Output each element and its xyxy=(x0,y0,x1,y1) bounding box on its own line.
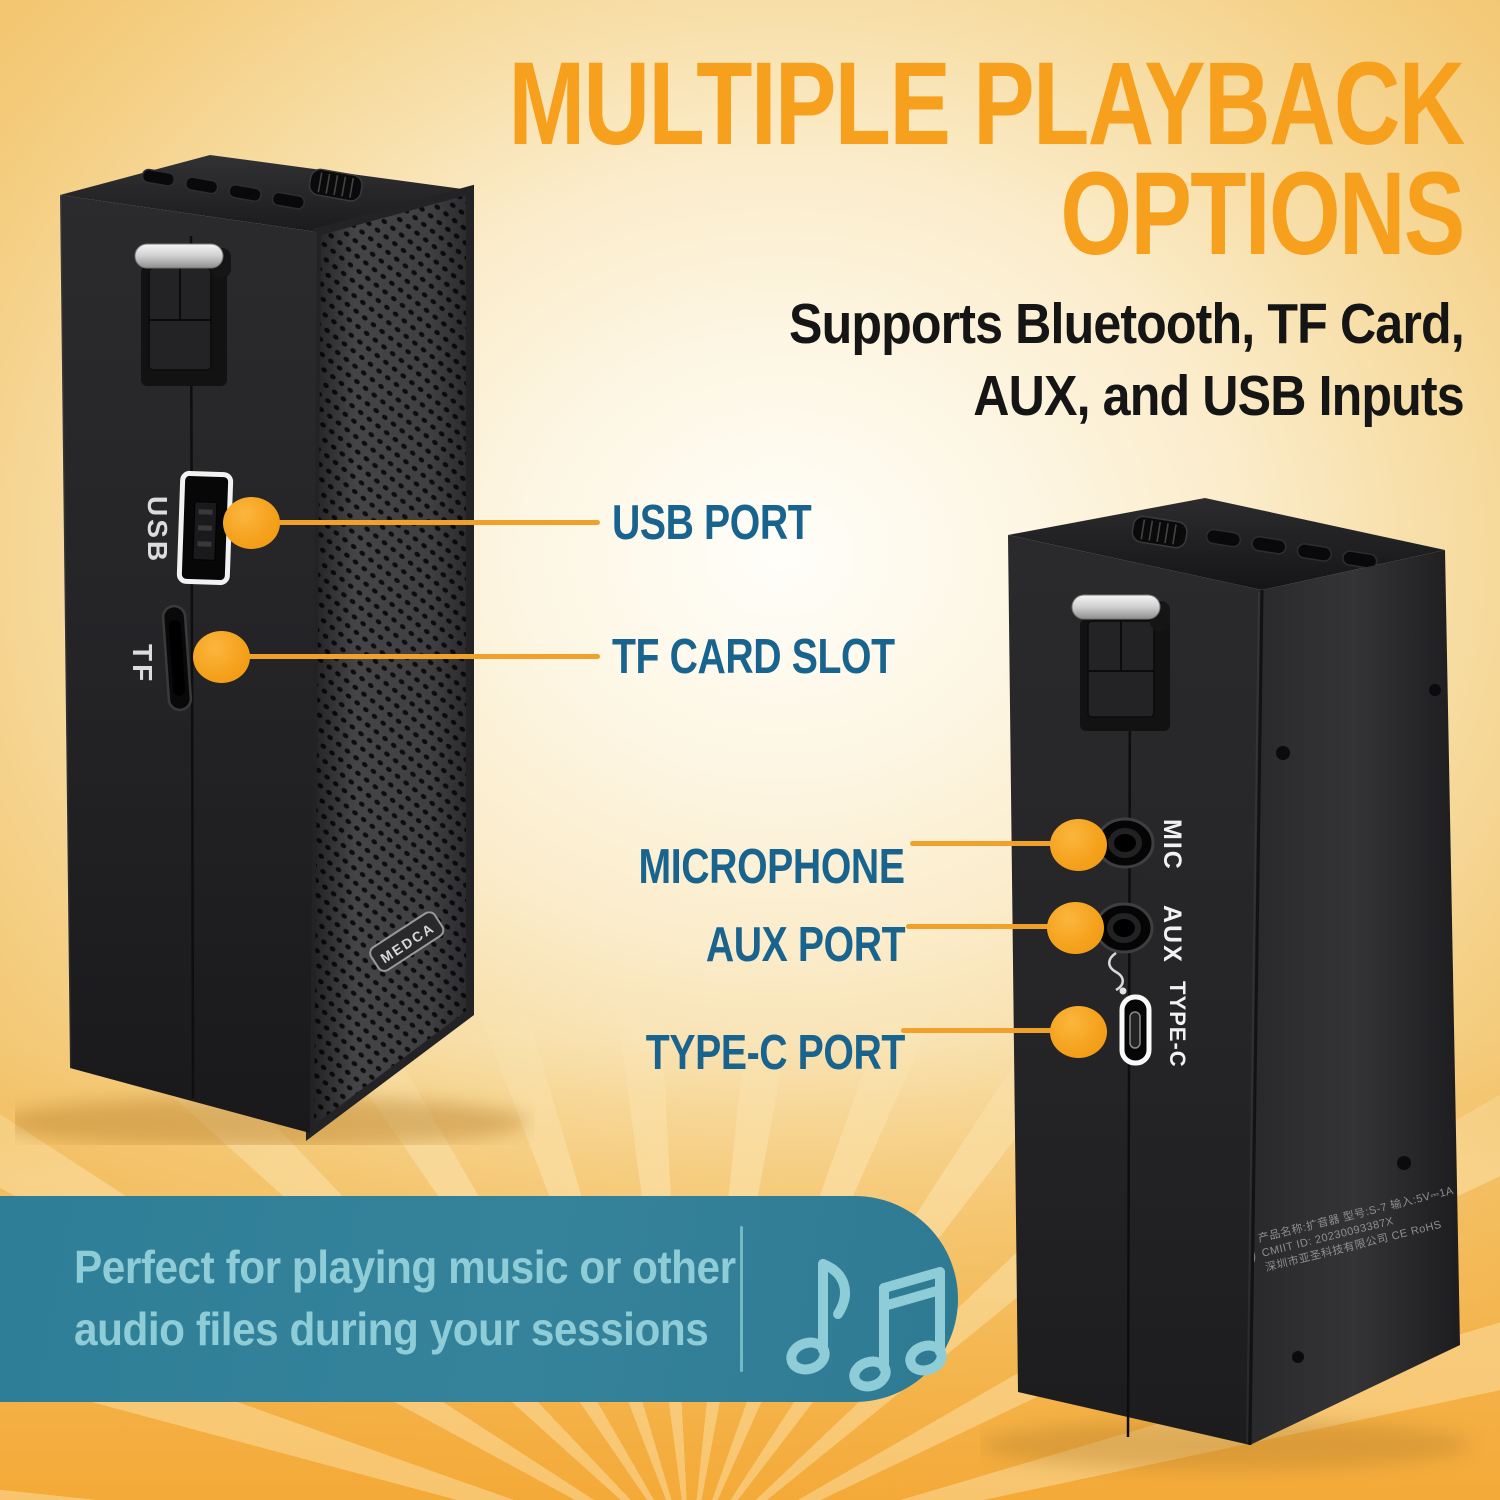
banner-text-line1: Perfect for playing music or other xyxy=(74,1241,736,1293)
banner-divider xyxy=(740,1226,743,1372)
device-shadow xyxy=(980,1420,1470,1470)
top-controls xyxy=(141,168,363,210)
usb-port-label: USB PORT xyxy=(612,496,812,550)
page-title-line2: OPTIONS xyxy=(1060,147,1466,280)
page-title: MULTIPLE PLAYBACK OPTIONS xyxy=(508,38,1466,280)
page-title-line1: MULTIPLE PLAYBACK xyxy=(508,38,1466,170)
top-button xyxy=(1342,550,1378,569)
tf-callout-dot xyxy=(193,631,250,683)
mic-jack xyxy=(1095,817,1155,869)
clip-seams xyxy=(149,268,211,321)
top-button xyxy=(271,191,306,210)
aux-jack xyxy=(1094,902,1154,954)
belt-clip-metal xyxy=(1071,594,1161,620)
speaker-grille-frame xyxy=(305,184,474,1142)
usb-callout-line xyxy=(248,520,600,525)
usb-callout-dot xyxy=(223,497,280,549)
typec-callout-dot xyxy=(1050,1006,1107,1058)
wheel-ridges xyxy=(317,172,355,198)
top-button xyxy=(228,184,262,202)
wheel-ridges xyxy=(1140,519,1177,545)
page-subtitle-line1: Supports Bluetooth, TF Card, xyxy=(789,292,1465,356)
speaker-left-view: USB TF MEDCA xyxy=(15,155,530,1145)
aux-callout-line xyxy=(906,924,1076,929)
page-subtitle-line2: AUX, and USB Inputs xyxy=(973,364,1465,429)
banner-text: Perfect for playing music or other audio… xyxy=(74,1236,736,1360)
device-back-face xyxy=(1250,550,1460,1445)
cable-squiggle-icon xyxy=(1108,951,1124,992)
top-button xyxy=(1296,543,1332,562)
aux-port-label: AUX PORT xyxy=(705,918,906,972)
back-hole xyxy=(1276,746,1290,760)
speaker-right-view: 产品名称:扩音器 型号:S-7 输入:5V⎓1A CMIIT ID: 20230… xyxy=(980,498,1470,1470)
typec-port-label: TYPE-C PORT xyxy=(645,1026,906,1080)
microphone-label: MICROPHONE xyxy=(638,840,905,894)
device-port-face xyxy=(1008,535,1262,1445)
belt-clip-metal xyxy=(134,243,224,269)
mic-callout-dot xyxy=(1050,819,1107,871)
top-button xyxy=(185,176,219,195)
aux-jack-engraving: AUX xyxy=(1158,905,1186,964)
clip-seams xyxy=(1088,621,1154,672)
aux-callout-dot xyxy=(1047,902,1104,954)
tf-card-slot-label: TF CARD SLOT xyxy=(612,630,895,684)
tf-callout-line xyxy=(218,654,600,659)
typec-port xyxy=(1119,994,1152,1066)
typec-port-engraving: TYPE-C xyxy=(1165,981,1190,1068)
cable-squiggle-dot xyxy=(1119,987,1127,995)
music-notes-icon xyxy=(786,1259,947,1392)
tf-card-slot xyxy=(161,604,193,712)
banner-text-line2: audio files during your sessions xyxy=(74,1303,709,1356)
front-edge xyxy=(1248,589,1264,1446)
top-button xyxy=(141,168,176,187)
usb-port-engraving: USB xyxy=(142,496,173,564)
speaker-grille-shade xyxy=(310,190,470,1133)
usb-port xyxy=(176,470,234,586)
mic-jack-engraving: MIC xyxy=(1158,819,1186,871)
top-controls xyxy=(1131,515,1378,569)
back-hole xyxy=(1292,1351,1304,1363)
edge-highlight xyxy=(1246,591,1260,1444)
back-hole xyxy=(1429,684,1441,696)
mic-callout-line xyxy=(910,841,1078,846)
benefit-banner: Perfect for playing music or other audio… xyxy=(0,1196,958,1402)
top-button xyxy=(1205,528,1242,548)
edge-highlight xyxy=(58,194,72,1069)
top-button xyxy=(1251,535,1287,555)
back-hole xyxy=(1397,1156,1411,1170)
tf-slot-engraving: TF xyxy=(127,644,158,684)
page-subtitle: Supports Bluetooth, TF Card, AUX, and US… xyxy=(789,288,1465,433)
typec-callout-line xyxy=(901,1028,1079,1033)
